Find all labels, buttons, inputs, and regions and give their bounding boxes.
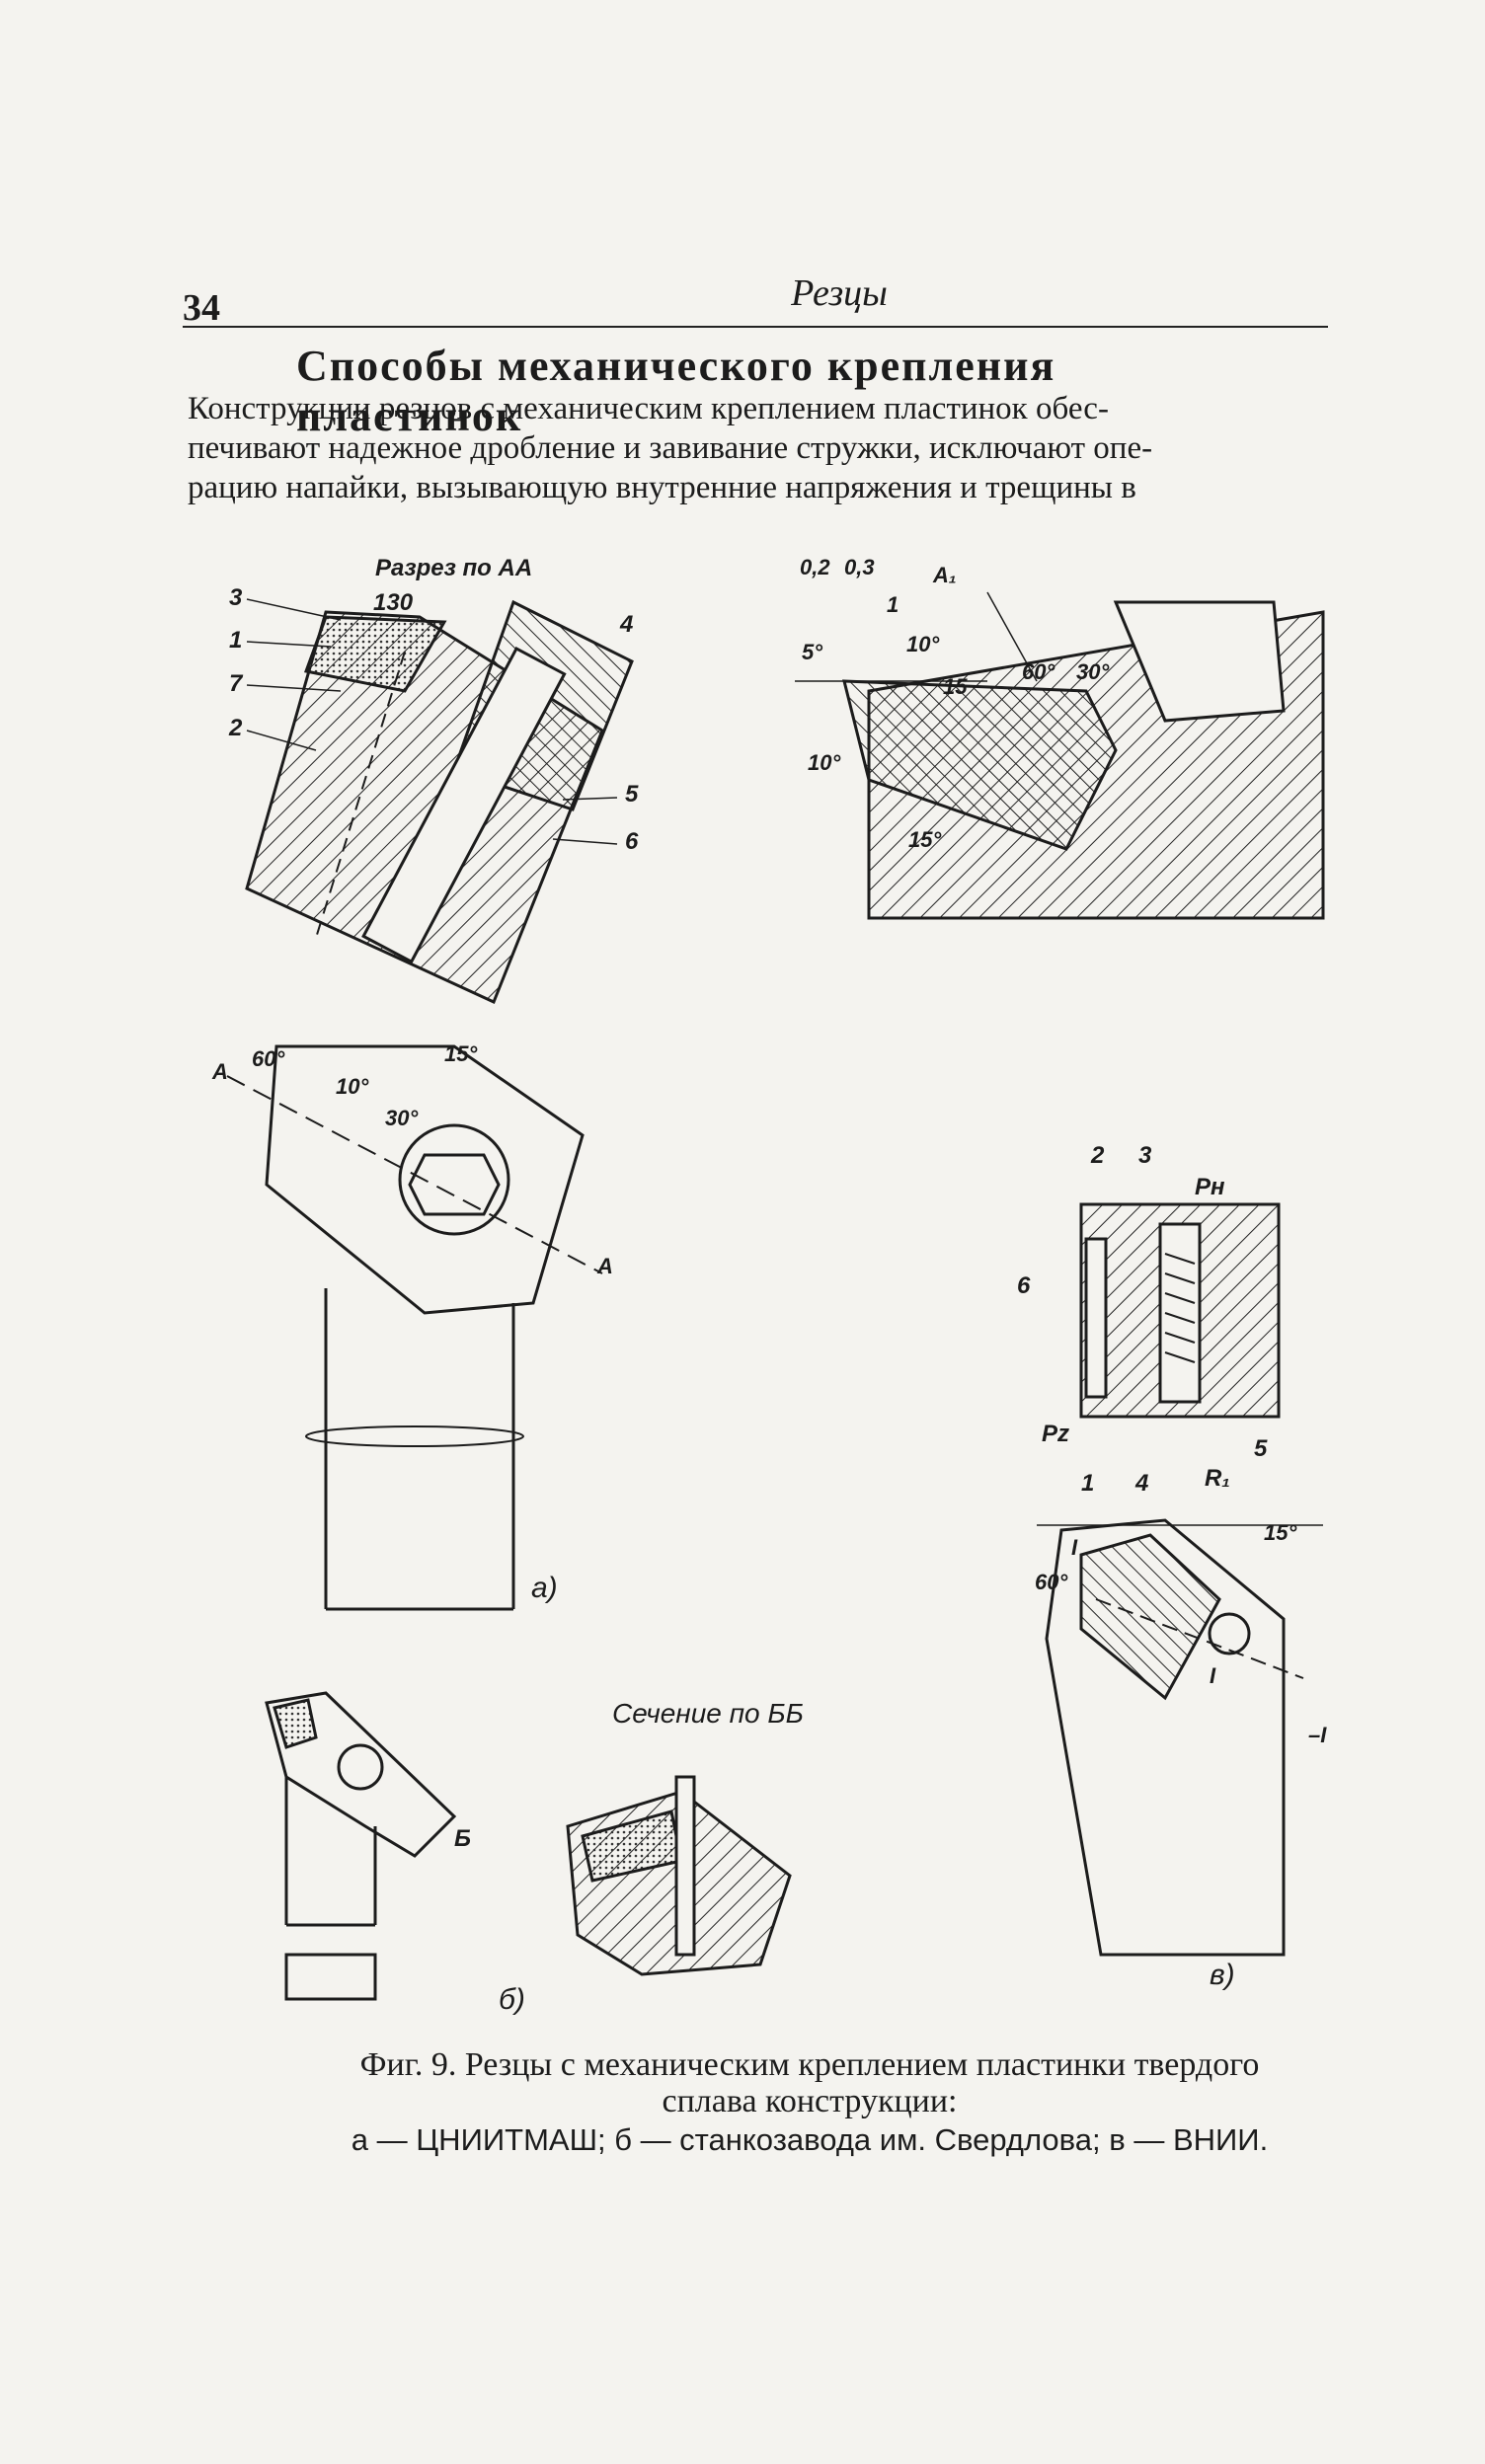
callout-v-5: 5	[1254, 1435, 1268, 1462]
tool-plan-view-a	[226, 1044, 603, 1611]
tool-plan-view-v	[1037, 1518, 1323, 1957]
callout-3: 3	[229, 584, 243, 611]
angle-5: 5°	[802, 640, 822, 664]
callout-1: 1	[229, 627, 242, 654]
callout-130: 130	[373, 589, 414, 616]
v-mark-I2: I	[1210, 1663, 1216, 1688]
plan-angle-30: 30°	[385, 1106, 418, 1130]
leader-lines-a	[246, 598, 618, 845]
section-title: Способы механического крепления пластино…	[296, 342, 1056, 440]
callout-6: 6	[625, 828, 639, 855]
section-bb-label: Сечение по ББ	[612, 1698, 804, 1729]
insert-angles-drawing	[795, 591, 1325, 920]
v-angle-15: 15°	[1264, 1520, 1296, 1545]
callout-7: 7	[229, 670, 244, 697]
tool-plan-view-b	[265, 1691, 457, 2001]
panel-label-b: б)	[499, 1983, 525, 2016]
plan-A: А	[211, 1059, 228, 1084]
angle-15: 15	[943, 674, 968, 699]
paragraph-line: рацию напайки, вызывающую внутренние нап…	[188, 470, 1136, 505]
callout-v-3: 3	[1138, 1142, 1152, 1169]
v-mark-dash-I: –I	[1308, 1723, 1327, 1747]
callout-2: 2	[228, 715, 243, 741]
angle-10: 10°	[906, 632, 939, 656]
v-angle-60: 60°	[1035, 1570, 1067, 1594]
radius-R1: R₁	[1205, 1465, 1230, 1492]
figure-caption-legend: а — ЦНИИТМАШ; б — станкозавода им. Сверд…	[351, 2122, 1269, 2157]
force-Pn: Pн	[1195, 1174, 1225, 1200]
running-title: Резцы	[791, 272, 888, 314]
b-label: Б	[454, 1825, 471, 1852]
paragraph-line: Конструкции резцов с механическим крепле…	[188, 391, 1109, 426]
angle-15b: 15°	[908, 827, 941, 852]
callout-v-1: 1	[1081, 1470, 1094, 1497]
angle-60: 60°	[1022, 659, 1055, 684]
header-rule	[183, 326, 1328, 328]
v-mark-I: I	[1071, 1535, 1078, 1560]
angle-10b: 10°	[808, 750, 840, 775]
angle-30: 30°	[1076, 659, 1109, 684]
dim-A1: А₁	[932, 563, 957, 587]
paragraph-line: печивают надежное дробление и завивание …	[188, 430, 1153, 466]
callout-v-2: 2	[1090, 1142, 1105, 1169]
figure-caption-continuation: сплава конструкции:	[662, 2083, 958, 2119]
force-Pz: Pz	[1042, 1421, 1069, 1447]
panel-label-a: а)	[531, 1572, 558, 1604]
section-aa-label: Разрез по АА	[375, 555, 532, 581]
callout-v-6: 6	[1017, 1272, 1031, 1299]
panel-label-v: в)	[1210, 1959, 1235, 1991]
callout-5: 5	[625, 781, 639, 808]
section-bb-drawing	[566, 1775, 792, 1976]
figure-caption: Фиг. 9. Резцы с механическим креплением …	[359, 2046, 1260, 2083]
plan-angle-60: 60°	[252, 1046, 284, 1071]
dim-1: 1	[887, 592, 899, 617]
section-aa-drawing	[245, 599, 634, 1005]
plan-A-end: А	[596, 1254, 613, 1278]
callout-4: 4	[619, 611, 633, 638]
section-v-drawing	[1079, 1202, 1281, 1419]
page-number: 34	[183, 287, 220, 329]
plan-angle-15: 15°	[444, 1041, 477, 1066]
dim-0-3: 0,3	[844, 555, 875, 579]
dim-0-2: 0,2	[800, 555, 830, 579]
callout-v-4: 4	[1134, 1470, 1148, 1497]
plan-angle-10: 10°	[336, 1074, 368, 1099]
